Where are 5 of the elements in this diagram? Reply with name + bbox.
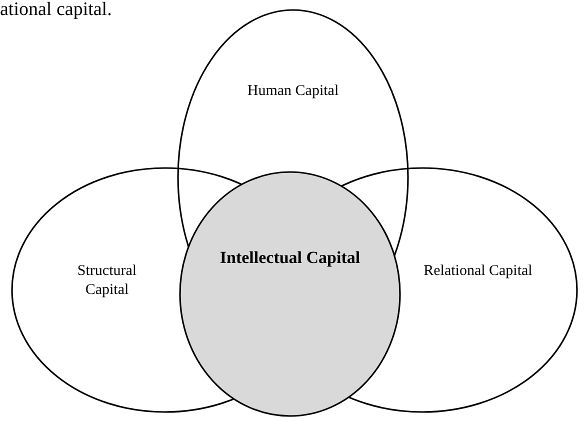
ellipse-label: Human Capital [246, 82, 340, 101]
ellipse-label: Structural Capital [76, 262, 138, 300]
ellipse-label: Relational Capital [423, 262, 533, 281]
ellipse-label: Intellectual Capital [218, 247, 362, 269]
text-fragment: ational capital. [0, 0, 112, 21]
